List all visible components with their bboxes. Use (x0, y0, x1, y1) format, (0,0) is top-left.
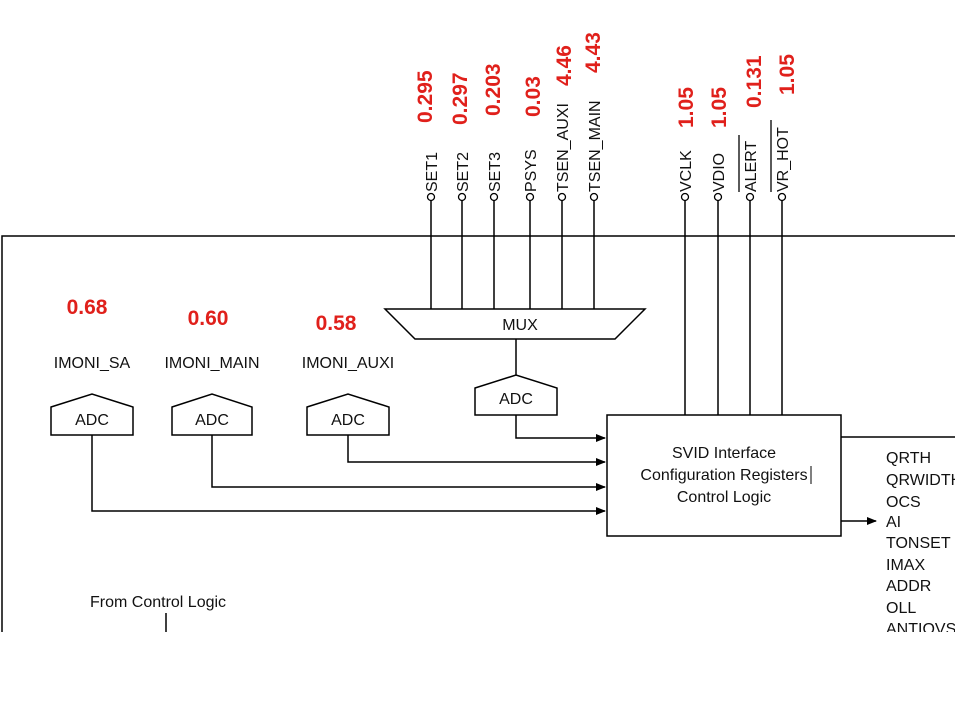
pin-label-vclk: VCLK (678, 150, 695, 192)
pin-label-vdio: VDIO (711, 153, 728, 192)
imoni-sa-value: 0.68 (67, 296, 108, 319)
svid-line-2: Configuration Registers (640, 467, 807, 484)
mux-block (383, 308, 647, 340)
output-item: ADDR (886, 578, 931, 595)
adc-auxi (306, 393, 390, 436)
output-item: AI (886, 514, 901, 531)
top-pin-lines (430, 200, 783, 415)
output-item: QRWIDTH (886, 472, 955, 489)
adc-mux (474, 374, 558, 416)
imoni-main-label: IMONI_MAIN (164, 355, 259, 372)
svid-line-3: Control Logic (677, 489, 771, 506)
adc-mux-label: ADC (499, 391, 533, 408)
adc-main-label: ADC (195, 412, 229, 429)
adc-sa (50, 393, 134, 436)
output-item: OLL (886, 600, 916, 617)
value-vr-hot: 1.05 (776, 54, 799, 95)
value-set2: 0.297 (449, 72, 472, 125)
svid-line-1: SVID Interface (672, 445, 776, 462)
pin-label-set1: SET1 (424, 152, 441, 192)
pin-label-vr-hot: VR_HOT (775, 127, 792, 192)
adc-sa-label: ADC (75, 412, 109, 429)
pin-label-set2: SET2 (455, 152, 472, 192)
value-tsen-main: 4.43 (582, 32, 605, 73)
value-set1: 0.295 (414, 70, 437, 123)
pin-label-tsen-auxi: TSEN_AUXI (555, 103, 572, 192)
mux-label: MUX (502, 317, 538, 334)
pin-circles (426, 192, 787, 202)
output-item: OCS (886, 494, 921, 511)
chip-boundary (1, 235, 955, 632)
imoni-auxi-label: IMONI_AUXI (302, 355, 394, 372)
imoni-auxi-value: 0.58 (316, 312, 357, 335)
pin-label-set3: SET3 (487, 152, 504, 192)
pin-label-psys: PSYS (523, 149, 540, 192)
imoni-main-value: 0.60 (188, 307, 229, 330)
pin-label-tsen-main: TSEN_MAIN (587, 100, 604, 192)
svid-block (606, 414, 842, 537)
output-list: QRTH QRWIDTH OCS AI TONSET IMAX ADDR OLL… (886, 450, 955, 638)
adc-main (171, 393, 253, 436)
adc-connections (91, 415, 606, 515)
adc-auxi-label: ADC (331, 412, 365, 429)
value-vclk: 1.05 (675, 87, 698, 128)
value-psys: 0.03 (522, 76, 545, 117)
imoni-sa-label: IMONI_SA (54, 355, 131, 372)
output-item: TONSET (886, 535, 951, 552)
value-vdio: 1.05 (708, 87, 731, 128)
output-item: QRTH (886, 450, 931, 467)
value-set3: 0.203 (482, 63, 505, 116)
value-alert: 0.131 (743, 55, 766, 108)
pin-label-alert: ALERT (743, 140, 760, 192)
pin-values: 0.295 0.297 0.203 0.03 4.46 4.43 1.05 1.… (414, 32, 799, 128)
value-tsen-auxi: 4.46 (553, 45, 576, 86)
crop-mask (0, 632, 955, 707)
pin-labels: SET1 SET2 SET3 PSYS TSEN_AUXI TSEN_MAIN … (424, 100, 792, 192)
from-control-logic-label: From Control Logic (90, 594, 226, 611)
output-item: IMAX (886, 557, 925, 574)
